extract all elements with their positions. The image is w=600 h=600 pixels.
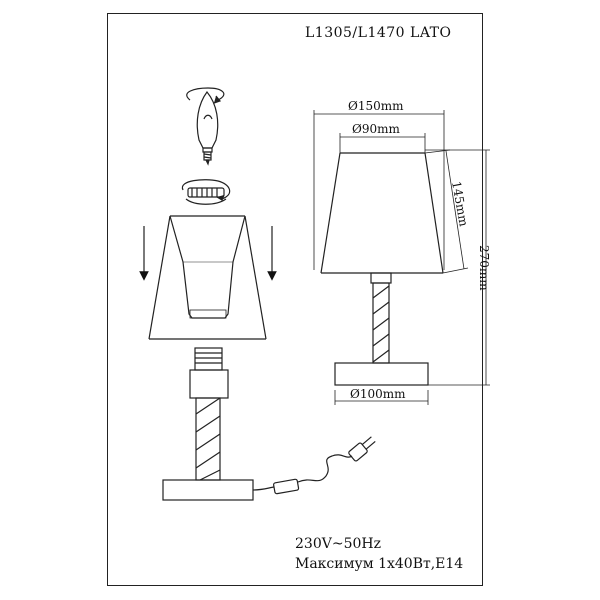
model-title: L1305/L1470 LATO: [305, 25, 452, 41]
spec-voltage: 230V~50Hz: [295, 536, 381, 552]
dimensioned-view: [313, 110, 490, 405]
spec-max-power: Максимум 1х40Вт,Е14: [295, 556, 464, 572]
shade-ring: [181, 179, 231, 205]
lampshade-exploded: [148, 215, 267, 340]
exploded-view: [139, 87, 376, 501]
dim-total-height: 270mm: [477, 245, 491, 291]
dim-shade-bottom: Ø90mm: [352, 122, 400, 136]
inline-switch: [273, 478, 300, 495]
socket-and-column: [162, 347, 254, 501]
dim-shade-top: Ø150mm: [348, 99, 404, 113]
lampshade-assembled: [320, 152, 444, 274]
dim-base-diameter: Ø100mm: [350, 387, 406, 401]
drawing-frame: [107, 13, 483, 586]
bulb-rotate-arrow-icon: [186, 87, 225, 104]
euro-plug-icon: [348, 436, 376, 462]
power-cord: [252, 436, 376, 495]
candle-bulb: [196, 91, 219, 166]
column-assembled: [334, 272, 429, 386]
dim-shade-height: 145mm: [449, 180, 471, 228]
